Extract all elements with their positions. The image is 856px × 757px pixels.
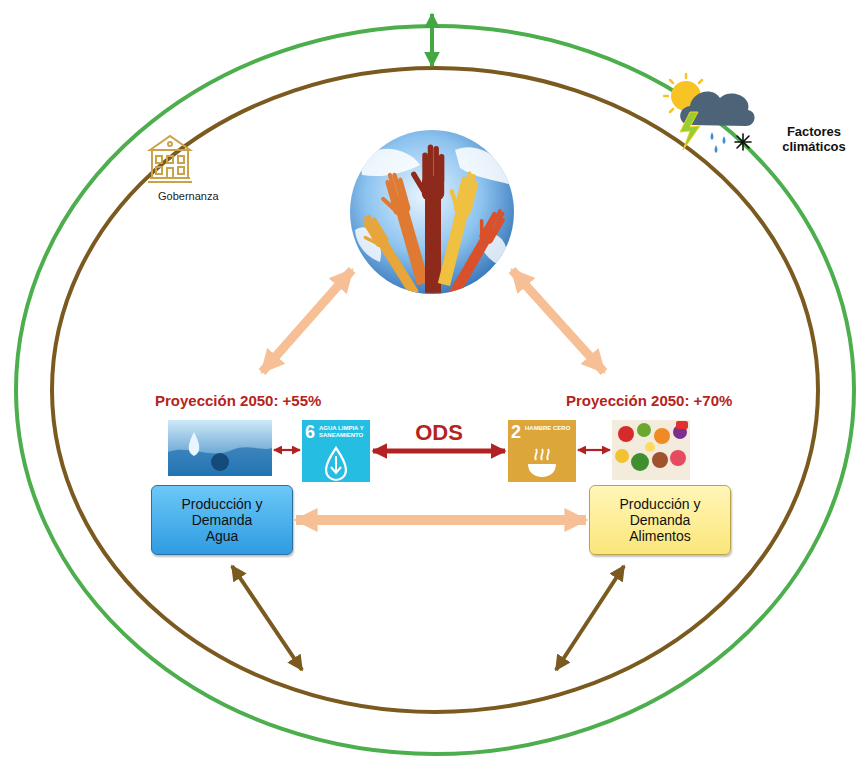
inner-ring bbox=[52, 68, 818, 712]
food-photo bbox=[645, 442, 655, 452]
governance-icon bbox=[156, 167, 162, 174]
projection-label: Proyección 2050: +70% bbox=[566, 392, 732, 409]
governance-icon bbox=[167, 168, 173, 178]
globe-with-hands bbox=[414, 147, 444, 293]
node-text: 6 bbox=[305, 423, 319, 441]
food-photo bbox=[652, 452, 668, 468]
globe-with-hands bbox=[350, 130, 514, 294]
weather-icon bbox=[737, 136, 749, 148]
weather-icon bbox=[670, 80, 673, 83]
governance-icon bbox=[167, 156, 173, 163]
weather-icon bbox=[680, 112, 700, 150]
weather-icon bbox=[670, 109, 673, 112]
governance-label: Gobernanza bbox=[158, 190, 219, 202]
process-box: Producción y Demanda Agua bbox=[151, 485, 293, 555]
weather-icon bbox=[664, 95, 668, 98]
weather-icon bbox=[685, 74, 688, 78]
governance-icon bbox=[152, 150, 188, 178]
globe-with-hands bbox=[350, 130, 514, 300]
globe-with-hands bbox=[360, 149, 420, 176]
sdg-link-arrow bbox=[373, 449, 505, 454]
sdg-pictogram bbox=[528, 464, 556, 477]
node-text: HAMBRE CERO bbox=[525, 423, 573, 432]
nexus-arrow bbox=[296, 515, 586, 525]
food-photo bbox=[612, 420, 690, 480]
ring-arrows bbox=[232, 566, 624, 670]
weather-icon bbox=[737, 136, 749, 148]
food-photo bbox=[618, 426, 634, 442]
water-photo bbox=[168, 420, 272, 476]
governance-icon bbox=[156, 156, 162, 163]
food-photo bbox=[637, 423, 651, 437]
weather-icon bbox=[711, 132, 726, 153]
food-photo bbox=[670, 450, 686, 466]
projection-label: Proyección 2050: +55% bbox=[155, 392, 321, 409]
water-photo bbox=[189, 432, 200, 456]
sdg-pictogram bbox=[331, 456, 341, 473]
globe-with-hands bbox=[443, 205, 508, 298]
globe-arrows bbox=[262, 270, 352, 372]
link-arrows bbox=[578, 449, 610, 451]
node-text: Producción y Demanda Alimentos bbox=[612, 496, 708, 544]
food-photo bbox=[676, 421, 688, 429]
outer-ring bbox=[16, 26, 854, 754]
inner-ring bbox=[52, 68, 818, 712]
node-text: AGUA LIMPIA Y SANEAMIENTO bbox=[319, 423, 367, 439]
food-photo bbox=[631, 453, 649, 471]
edge-label: ODS bbox=[415, 420, 463, 446]
water-photo bbox=[168, 447, 272, 476]
governance-icon bbox=[178, 156, 184, 163]
sdg-pictogram bbox=[535, 449, 549, 460]
globe-arrows bbox=[262, 270, 604, 372]
ring-arrows bbox=[556, 566, 624, 670]
food-photo bbox=[654, 428, 670, 444]
outer-ring bbox=[16, 26, 854, 754]
food-photo bbox=[615, 449, 629, 463]
governance-icon bbox=[148, 181, 192, 183]
governance-icon bbox=[168, 142, 172, 146]
governance-icon bbox=[178, 167, 184, 174]
ring-arrows bbox=[232, 566, 302, 670]
globe-arrows bbox=[512, 270, 604, 372]
sdg-icon: 6AGUA LIMPIA Y SANEAMIENTO bbox=[302, 420, 370, 482]
globe-with-hands bbox=[355, 147, 512, 300]
ring-arrow bbox=[432, 14, 433, 66]
node-text: Producción y Demanda Agua bbox=[174, 496, 270, 544]
governance-icon bbox=[150, 136, 190, 150]
process-box: Producción y Demanda Alimentos bbox=[589, 485, 731, 555]
water-photo bbox=[168, 420, 272, 476]
weather-icon bbox=[735, 134, 751, 150]
node-text: 2 bbox=[511, 423, 525, 441]
sdg-pictogram bbox=[326, 448, 346, 480]
governance-icon bbox=[148, 136, 192, 182]
food-photo bbox=[612, 420, 690, 480]
sdg-icon: 2HAMBRE CERO bbox=[508, 420, 576, 482]
ring-arrow bbox=[430, 14, 434, 66]
weather-icon bbox=[664, 74, 755, 153]
link-arrows bbox=[274, 449, 300, 451]
water-photo bbox=[211, 453, 229, 471]
weather-icon bbox=[699, 80, 702, 83]
climate-label: Factores climáticos bbox=[778, 124, 850, 154]
